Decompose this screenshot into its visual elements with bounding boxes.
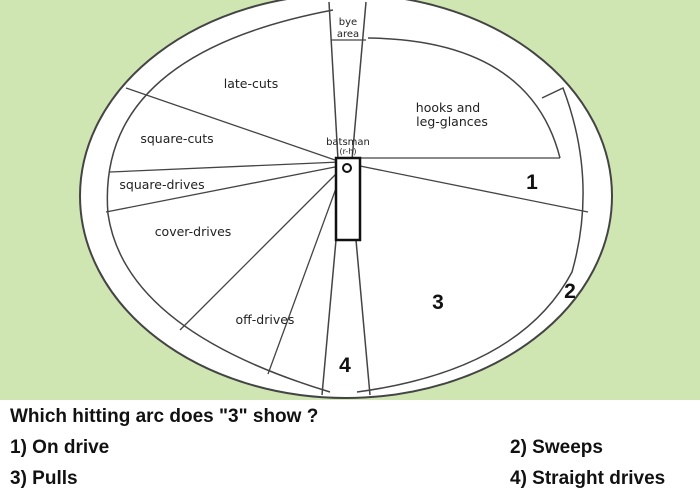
zone-late-cuts: late-cuts [224, 76, 278, 91]
strip-line-bottom-left [321, 239, 337, 396]
inner-arc-left [106, 9, 334, 393]
zone-hooks-line1: hooks and [416, 100, 480, 115]
option-4[interactable]: 4) Straight drives [510, 468, 666, 489]
batsman-marker-icon [342, 163, 352, 173]
zone-off-drives: off-drives [236, 312, 295, 327]
bye-area-label-line2: area [337, 29, 359, 40]
pitch-rectangle [334, 156, 362, 242]
sector-lines [105, 87, 589, 375]
marker-2: 2 [564, 280, 576, 303]
bye-area-label-line1: bye [339, 17, 357, 28]
strip-line-right [351, 1, 367, 161]
diagram-panel: bye area batsman (r-h) late-cuts hooks a… [0, 0, 700, 400]
marker-3: 3 [432, 291, 444, 314]
batsman-hand-label: (r-h) [340, 147, 357, 156]
marker-4: 4 [339, 354, 351, 377]
question-text: Which hitting arc does "3" show ? [10, 406, 319, 427]
strip-line-left [328, 1, 339, 161]
inner-arc-right [356, 86, 584, 393]
option-3[interactable]: 3) Pulls [10, 468, 78, 489]
inner-arc-right-top [367, 37, 561, 159]
strip-line-bottom-right [355, 239, 371, 396]
cricket-field-diagram: bye area batsman (r-h) late-cuts hooks a… [79, 0, 613, 399]
zone-hooks-line2: leg-glances [416, 114, 488, 129]
option-2[interactable]: 2) Sweeps [510, 437, 603, 458]
zone-square-cuts: square-cuts [140, 131, 213, 146]
zone-cover-drives: cover-drives [155, 224, 232, 239]
option-1[interactable]: 1) On drive [10, 437, 110, 458]
batsman-label: batsman [326, 137, 370, 148]
marker-1: 1 [526, 171, 538, 194]
question-block: Which hitting arc does "3" show ? 1) On … [10, 402, 690, 498]
zone-square-drives: square-drives [119, 177, 204, 192]
